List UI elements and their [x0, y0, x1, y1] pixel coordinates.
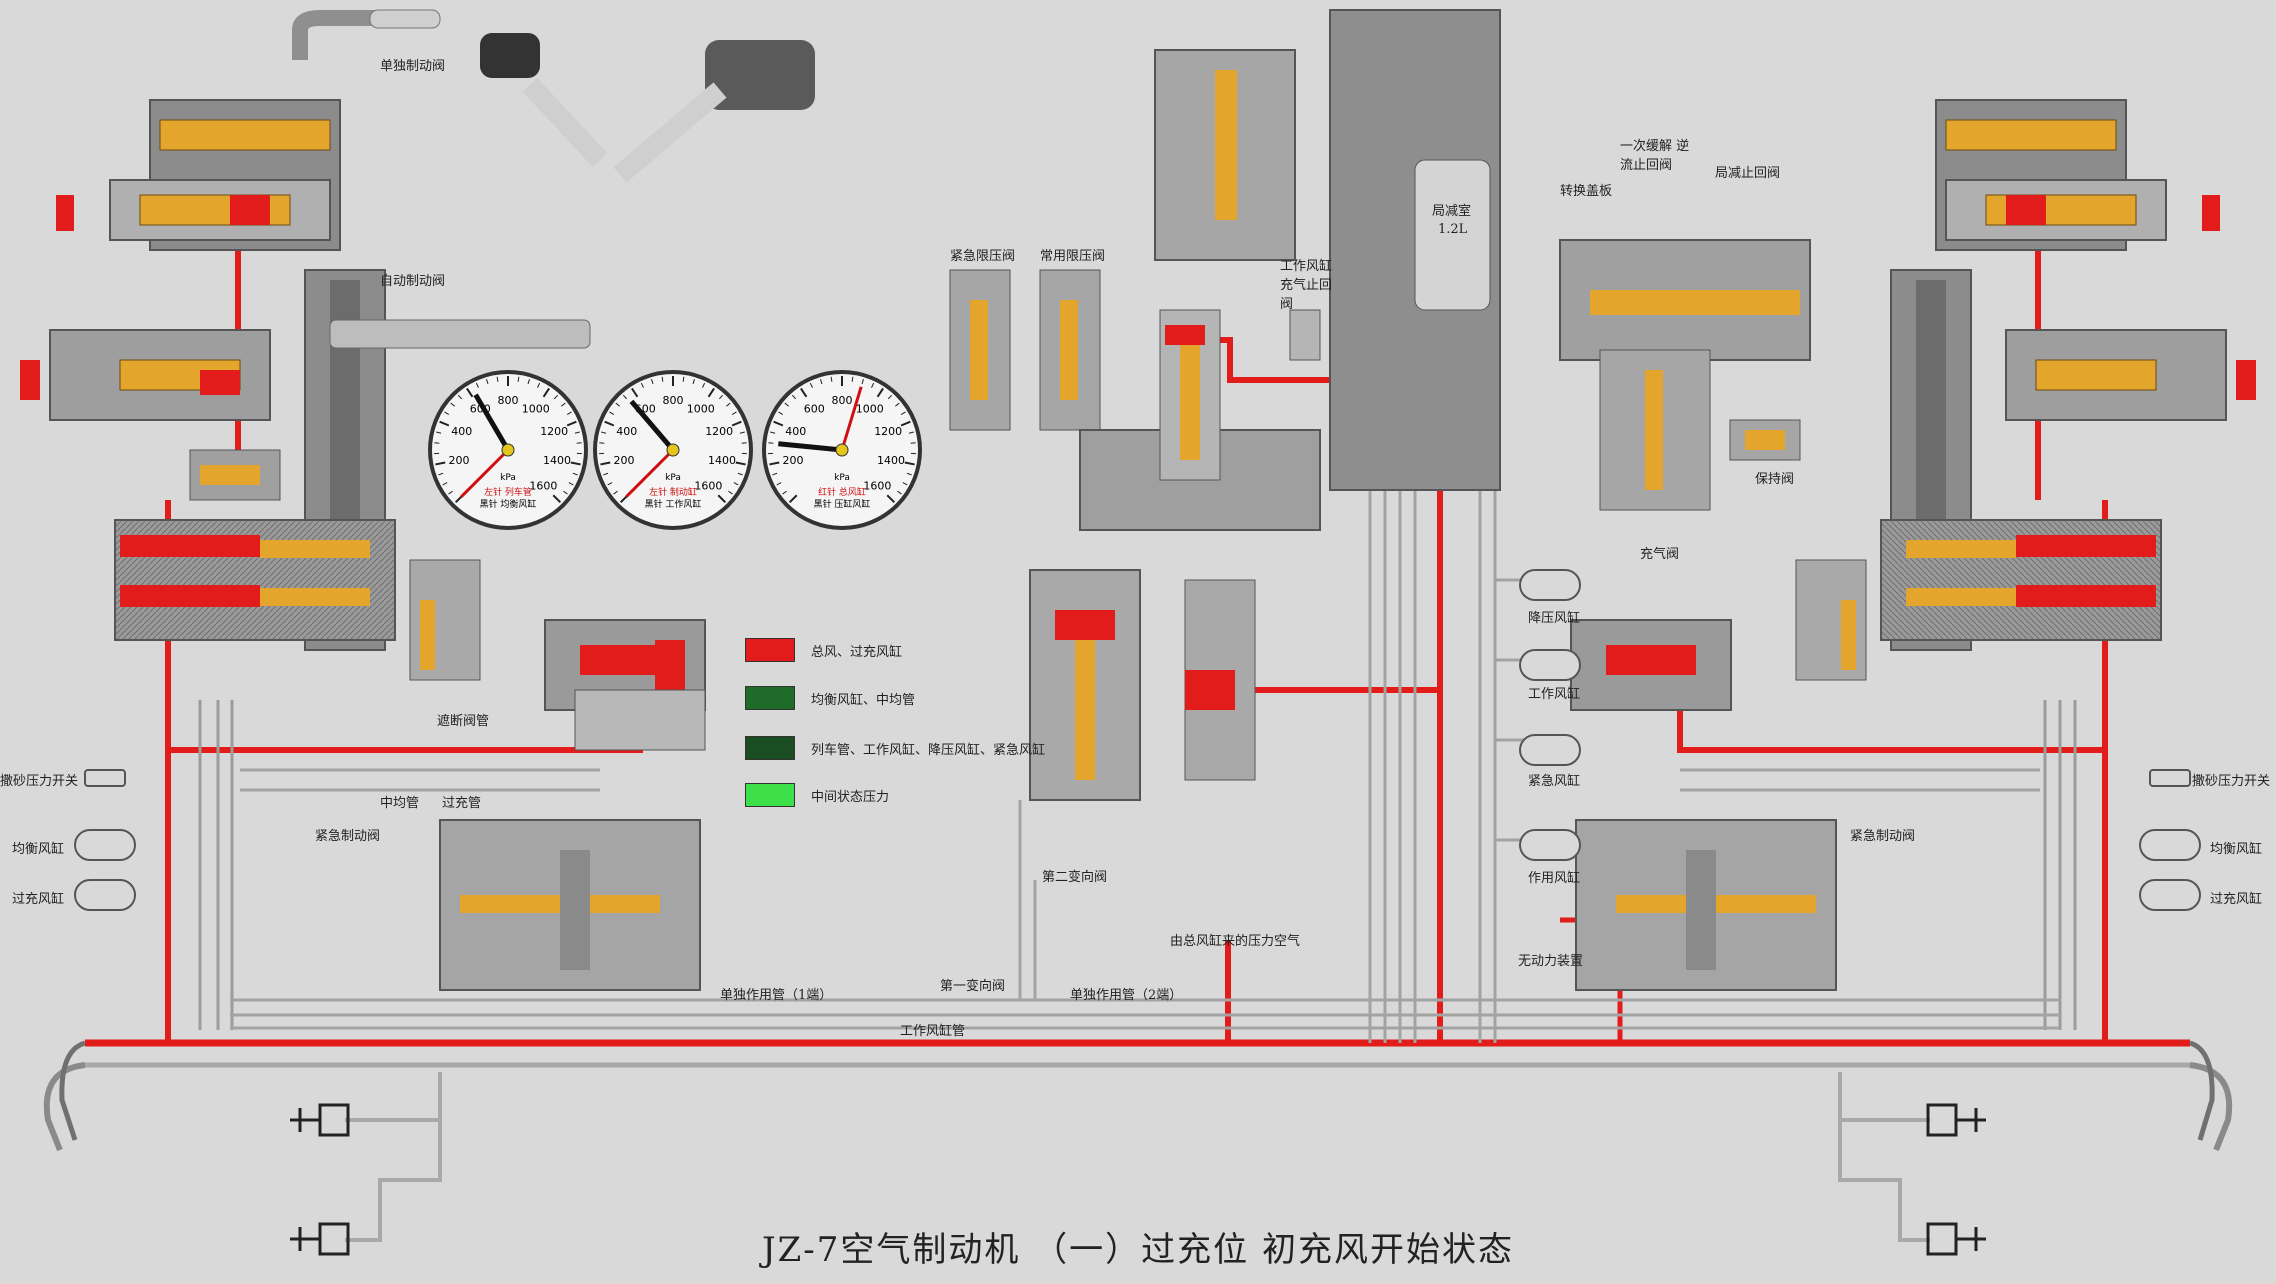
label-work-reservoir-charge-stop-valve: 工作风缸 充气止回阀: [1280, 255, 1340, 312]
legend-swatch: [745, 783, 795, 807]
gauge-label-red: 左针 制动缸: [649, 486, 697, 498]
legend-item: 列车管、工作风缸、降压风缸、紧急风缸: [745, 733, 1045, 763]
gauge-tick-label: 800: [498, 394, 519, 407]
gauge-tick-label: 1200: [874, 425, 902, 438]
label-local-reduction-check-valve: 局减止回阀: [1715, 162, 1780, 181]
gauge-tick-label: 1400: [877, 454, 905, 467]
gauge-tick-label: 1400: [543, 454, 571, 467]
label-equalizing-reservoir-right: 均衡风缸: [2210, 838, 2262, 857]
label-main-reservoir-air: 由总风缸来的压力空气: [1170, 930, 1300, 949]
label-emergency-brake-valve-right: 紧急制动阀: [1850, 825, 1915, 844]
label-cut-valve-pipe: 遮断阀管: [437, 710, 489, 729]
label-sanding-switch-left: 撒砂压力开关: [0, 770, 78, 789]
gauge-tick-label: 1200: [540, 425, 568, 438]
legend-item: 均衡风缸、中均管: [745, 683, 915, 713]
gauge-unit: kPa: [665, 473, 681, 483]
label-local-reduction-chamber: 局减室: [1432, 200, 1471, 219]
left-valve-stack: [20, 10, 815, 680]
gauge-tick-label: 1000: [856, 402, 884, 415]
legend-label: 总风、过充风缸: [811, 641, 902, 660]
label-sanding-switch-right: 撒砂压力开关: [2192, 770, 2270, 789]
label-emergency-brake-valve-left: 紧急制动阀: [315, 825, 380, 844]
label-middle-equalizing-pipe: 中均管: [380, 792, 419, 811]
legend-label: 均衡风缸、中均管: [811, 689, 915, 708]
gauge-tick-label: 1600: [863, 479, 891, 492]
gauge-label-black: 黑针 均衡风缸: [480, 498, 537, 510]
label-first-change-valve: 第一变向阀: [940, 975, 1005, 994]
gauge-tick-label: 400: [451, 425, 472, 438]
label-one-time-release-check-valve: 一次缓解 逆流止回阀: [1620, 135, 1690, 173]
label-overcharge-reservoir-right: 过充风缸: [2210, 888, 2262, 907]
gauge-hub: [667, 444, 679, 456]
gauge-tick-label: 400: [785, 425, 806, 438]
gauge-tick-label: 1000: [522, 402, 550, 415]
label-emergency-limit-valve: 紧急限压阀: [950, 245, 1015, 264]
label-work-reservoir: 工作风缸: [1528, 683, 1580, 702]
label-local-reduction-volume: 1.2L: [1438, 222, 1467, 237]
legend-swatch: [745, 686, 795, 710]
gauge-tick-label: 1200: [705, 425, 733, 438]
label-overcharge-pipe: 过充管: [442, 792, 481, 811]
label-single-action-pipe-1: 单独作用管（1端）: [720, 984, 832, 1003]
gauge-tick-label: 200: [448, 454, 469, 467]
label-emergency-reservoir: 紧急风缸: [1528, 770, 1580, 789]
label-charge-valve: 充气阀: [1640, 543, 1679, 562]
label-holding-valve: 保持阀: [1755, 468, 1794, 487]
gauge-tick-label: 600: [804, 402, 825, 415]
legend-swatch: [745, 736, 795, 760]
label-work-reservoir-pipe: 工作风缸管: [900, 1020, 965, 1039]
label-no-power-device: 无动力装置: [1518, 950, 1583, 969]
label-service-limit-valve: 常用限压阀: [1040, 245, 1105, 264]
label-auto-brake-valve: 自动制动阀: [380, 270, 445, 289]
legend-label: 列车管、工作风缸、降压风缸、紧急风缸: [811, 739, 1045, 758]
gauge-tick-label: 800: [832, 394, 853, 407]
label-single-action-pipe-2: 单独作用管（2端）: [1070, 984, 1182, 1003]
gauge-unit: kPa: [834, 473, 850, 483]
label-overcharge-reservoir-left: 过充风缸: [12, 888, 64, 907]
legend-item: 总风、过充风缸: [745, 635, 902, 665]
gauge-label-red: 左针 列车管: [484, 486, 532, 498]
legend-label: 中间状态压力: [811, 786, 889, 805]
legend-swatch: [745, 638, 795, 662]
label-transfer-cover: 转换盖板: [1560, 180, 1612, 199]
gauge-tick-label: 1600: [529, 479, 557, 492]
legend-item: 中间状态压力: [745, 780, 889, 810]
gauge-tick-label: 1600: [694, 479, 722, 492]
label-action-reservoir: 作用风缸: [1528, 867, 1580, 886]
gauge-tick-label: 1000: [687, 402, 715, 415]
gauge-hub: [502, 444, 514, 456]
label-equalizing-reservoir-left: 均衡风缸: [12, 838, 64, 857]
gauge-hub: [836, 444, 848, 456]
diagram-caption: JZ-7空气制动机 （一）过充位 初充风开始状态: [0, 1222, 2276, 1271]
gauge-tick-label: 200: [613, 454, 634, 467]
label-pressure-reduction-reservoir: 降压风缸: [1528, 607, 1580, 626]
gauge-label-black: 黑针 压缸风缸: [814, 498, 871, 510]
gauge-unit: kPa: [500, 473, 516, 483]
gauge-tick-label: 1400: [708, 454, 736, 467]
gauge-label-red: 红针 总风缸: [818, 486, 866, 498]
gauge-label-black: 黑针 工作风缸: [645, 498, 702, 510]
gauge-tick-label: 200: [782, 454, 803, 467]
gauge-tick-label: 800: [663, 394, 684, 407]
gauge-tick-label: 400: [616, 425, 637, 438]
label-second-change-valve: 第二变向阀: [1042, 866, 1107, 885]
label-single-brake-valve: 单独制动阀: [380, 55, 445, 74]
